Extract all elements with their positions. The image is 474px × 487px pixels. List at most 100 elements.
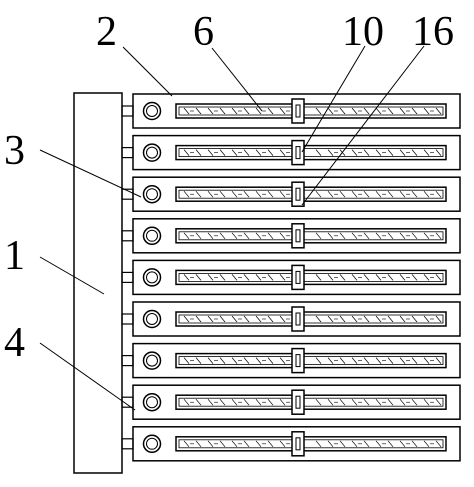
tray-6	[121, 301, 461, 337]
hatch-mark	[243, 190, 250, 198]
hatch-mark	[279, 398, 286, 406]
hatch-mark	[231, 398, 238, 406]
hatch-mark	[351, 232, 358, 240]
tray-4	[121, 218, 461, 254]
clip-slot	[295, 395, 301, 409]
heating-element	[175, 352, 447, 369]
hatch-mark	[195, 357, 202, 364]
hatch-mark	[351, 190, 358, 198]
hatch-mark	[423, 190, 430, 198]
hatch-mark	[243, 357, 250, 364]
leader-line-4	[39, 342, 136, 411]
hatch-mark	[363, 149, 370, 156]
tray-3	[121, 176, 461, 212]
heating-element-inner	[178, 231, 444, 241]
hatch-mark	[387, 357, 394, 364]
hatch-mark	[339, 232, 346, 240]
center-clip	[291, 264, 305, 291]
hatch-mark	[411, 315, 418, 323]
hatch-mark	[351, 398, 358, 406]
hatch-mark	[387, 107, 394, 115]
hatch-mark	[231, 232, 238, 240]
tube-connector-inner	[146, 271, 158, 284]
tube-connector-inner	[146, 354, 158, 367]
tube-connector	[142, 268, 162, 287]
hatch-mark	[219, 357, 226, 364]
hatch-mark	[327, 274, 334, 281]
connector-stub	[121, 438, 134, 450]
hatch-mark	[423, 357, 430, 364]
hatch-mark	[399, 190, 406, 198]
tray-5	[121, 259, 461, 296]
hatch-mark	[351, 149, 358, 156]
hatch-mark	[435, 274, 442, 281]
heating-element	[175, 186, 447, 202]
hatch-mark	[387, 315, 394, 323]
hatch-mark	[399, 357, 406, 364]
connector-stub	[121, 396, 134, 408]
hatch-mark	[327, 107, 334, 115]
hatch-mark	[207, 190, 214, 198]
hatch-mark	[387, 149, 394, 156]
hatch-mark	[243, 149, 250, 156]
tube-connector-inner	[146, 146, 158, 159]
hatch-mark	[327, 440, 334, 448]
hatch-mark	[435, 149, 442, 156]
heating-element	[175, 436, 447, 452]
hatch-mark	[339, 357, 346, 364]
hatch-mark	[387, 440, 394, 448]
hatch-mark	[435, 357, 442, 364]
hatch-mark	[435, 232, 442, 240]
hatch-mark	[411, 107, 418, 115]
connector-stub	[121, 271, 134, 283]
connector-stub	[121, 188, 134, 200]
hatch-mark	[279, 232, 286, 240]
label-3: 3	[4, 128, 25, 174]
hatch-mark	[279, 274, 286, 281]
hatch-mark	[231, 149, 238, 156]
hatch-mark	[423, 398, 430, 406]
tube-connector	[142, 101, 162, 121]
hatch-mark	[195, 440, 202, 448]
clip-slot	[295, 104, 301, 118]
heating-element-inner	[178, 189, 444, 199]
hatch-mark	[279, 149, 286, 156]
hatch-mark	[363, 232, 370, 240]
hatch-mark	[231, 107, 238, 115]
hatch-mark	[183, 107, 190, 115]
heating-element-inner	[178, 148, 444, 158]
hatch-mark	[267, 149, 274, 156]
hatch-mark	[195, 315, 202, 323]
hatch-mark	[339, 274, 346, 281]
hatch-mark	[387, 274, 394, 281]
hatch-mark	[183, 149, 190, 156]
hatch-mark	[315, 440, 322, 448]
heating-element-inner	[178, 272, 444, 282]
center-clip	[291, 347, 305, 374]
hatch-mark	[231, 190, 238, 198]
leader-line-1	[39, 256, 105, 295]
hatch-mark	[255, 357, 262, 364]
hatch-mark	[231, 357, 238, 364]
heating-element	[175, 228, 447, 244]
hatch-mark	[435, 440, 442, 448]
hatch-mark	[327, 232, 334, 240]
hatch-mark	[207, 440, 214, 448]
hatch-mark	[351, 274, 358, 281]
center-clip	[291, 181, 305, 207]
tube-connector	[142, 226, 162, 246]
hatch-mark	[435, 190, 442, 198]
tray-2	[121, 134, 461, 171]
hatch-mark	[327, 190, 334, 198]
hatch-mark	[423, 440, 430, 448]
clip-slot	[295, 229, 301, 243]
hatch-mark	[195, 274, 202, 281]
hatch-mark	[399, 232, 406, 240]
center-clip	[291, 223, 305, 249]
hatch-mark	[315, 232, 322, 240]
hatch-mark	[327, 149, 334, 156]
connector-stub	[121, 313, 134, 325]
hatch-mark	[411, 190, 418, 198]
tube-connector	[142, 351, 162, 370]
